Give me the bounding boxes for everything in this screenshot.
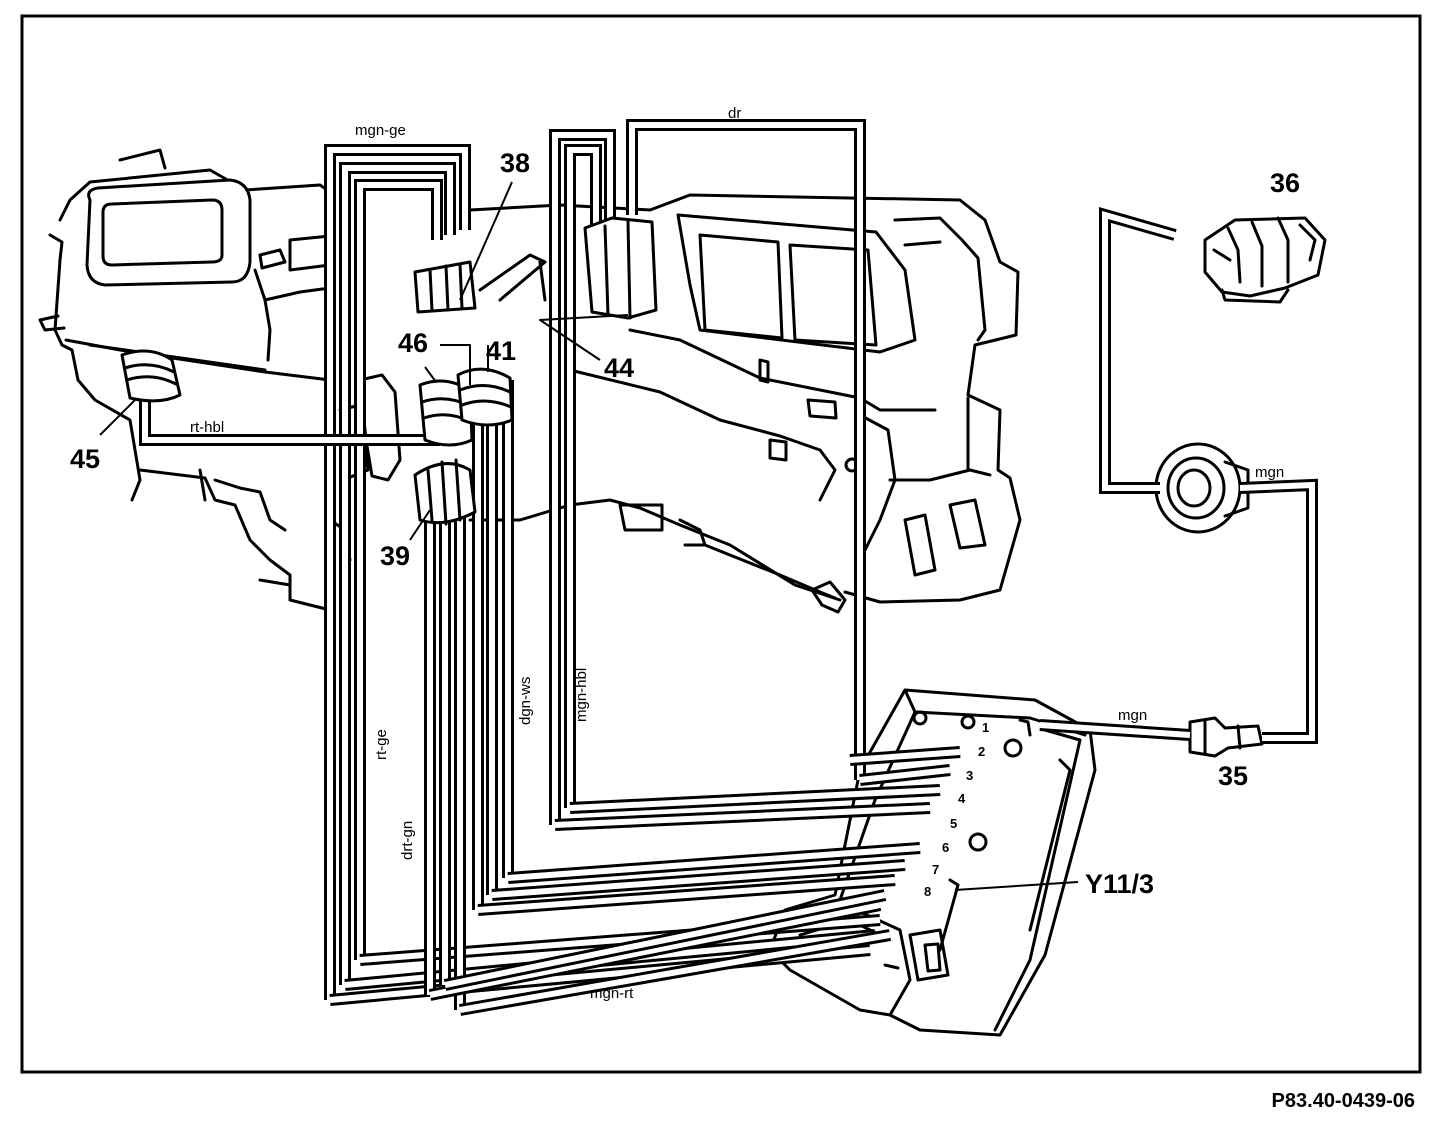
vacuum-element-36 — [1203, 216, 1327, 304]
wire-label-mgn-ge: mgn-ge — [355, 122, 406, 139]
diagram-frame — [20, 14, 1422, 1074]
vacuum-hoses — [139, 119, 1318, 1016]
label-45: 45 — [70, 444, 100, 474]
label-44: 44 — [604, 353, 634, 383]
heater-housing-left — [38, 148, 402, 612]
label-y11-3: Y11/3 — [1085, 869, 1154, 899]
pin-label: 6 — [942, 840, 949, 855]
label-36: 36 — [1270, 168, 1300, 198]
wire-label-mgn-hbl: mgn-hbl — [573, 668, 590, 722]
actuator-45 — [120, 349, 182, 403]
wire-label-mgn-bottom: mgn — [1118, 707, 1147, 724]
label-41: 41 — [486, 336, 516, 366]
wire-label-rt-hbl: rt-hbl — [190, 419, 224, 436]
pin-label: 4 — [958, 791, 966, 806]
pin-label: 1 — [982, 720, 989, 735]
pin-label: 7 — [932, 862, 939, 877]
pin-label: 5 — [950, 816, 957, 831]
pin-label: 2 — [978, 744, 985, 759]
wire-label-drt-gn: drt-gn — [399, 821, 416, 860]
label-39: 39 — [380, 541, 410, 571]
wire-label-dr: dr — [728, 105, 741, 122]
actuator-41 — [456, 367, 514, 427]
wire-label-rt-ge: rt-ge — [373, 729, 390, 760]
wire-label-mgn-rt: mgn-rt — [590, 985, 634, 1002]
label-38: 38 — [500, 148, 530, 178]
actuator-39 — [413, 458, 477, 526]
actuator-44 — [583, 216, 658, 320]
leader-lines — [99, 181, 1079, 891]
pin-label: 3 — [966, 768, 973, 783]
wire-label-dgn-ws: dgn-ws — [517, 677, 534, 725]
connector-35 — [1188, 716, 1264, 758]
label-46: 46 — [398, 328, 428, 358]
figure-reference: P83.40-0439-06 — [1272, 1090, 1415, 1112]
pin-label: 8 — [924, 884, 931, 899]
check-valve — [1154, 442, 1250, 534]
wire-label-mgn-top: mgn — [1255, 464, 1284, 481]
climate-unit-housing — [468, 193, 1022, 614]
label-35: 35 — [1218, 761, 1248, 791]
